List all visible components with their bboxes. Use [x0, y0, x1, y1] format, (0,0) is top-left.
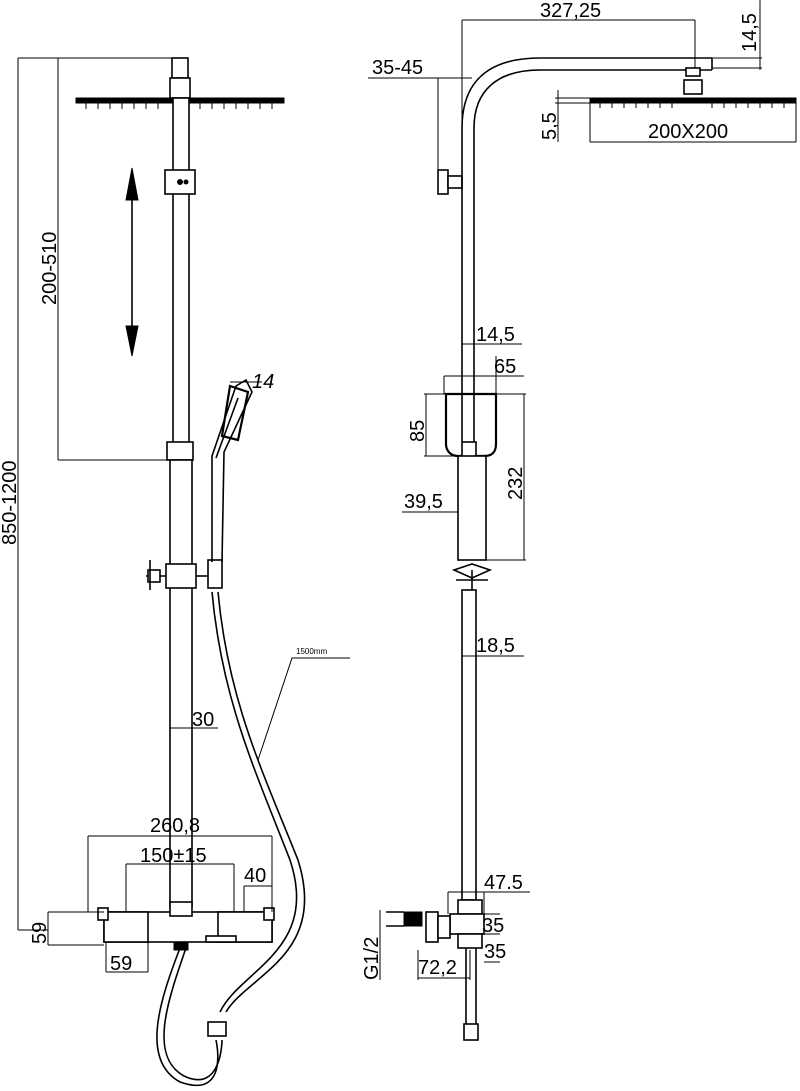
side-lower-tube: 18,5 — [461, 589, 524, 901]
label-knob-width: 40 — [244, 865, 266, 887]
label-holder-pipe: 39,5 — [404, 491, 443, 513]
side-holder — [444, 392, 498, 561]
label-valve-width: 47.5 — [484, 872, 523, 894]
head-dimensions: 5,5 200X200 — [539, 90, 797, 143]
valve-dimensions: 47.5 35 35 G1/2 72,2 — [361, 872, 530, 980]
slide-holder — [146, 559, 223, 590]
label-tube-upper: 14,5 — [476, 324, 515, 346]
side-slide-knob — [451, 563, 493, 590]
label-head-thickness: 5,5 — [539, 112, 561, 140]
arm-length-dimension: 327,25 — [461, 0, 696, 360]
label-arm-length: 327,25 — [540, 0, 601, 22]
label-valve-depth-2: 35 — [484, 941, 506, 963]
wall-bracket — [437, 169, 463, 195]
label-valve-depth-1: 35 — [482, 915, 504, 937]
upper-tube-dimension: 14,5 — [462, 324, 522, 346]
label-bracket-offset: 35-45 — [372, 57, 423, 79]
label-inlet-spacing: 150±15 — [140, 845, 207, 867]
curved-riser-arm — [461, 57, 713, 442]
adjust-height-dimension: 200-510 — [39, 58, 168, 461]
label-height-total: 850-1200 — [0, 460, 21, 545]
shower-hose: 1500mm — [156, 591, 350, 1086]
label-holder-height: 85 — [407, 420, 429, 442]
label-side-width: 59 — [110, 953, 132, 975]
adjust-double-arrow-icon — [125, 167, 139, 357]
front-view: 850-1200 200-510 — [0, 57, 350, 1086]
hand-shower: 14 — [211, 371, 274, 563]
side-shower-head — [589, 97, 797, 108]
label-holder-width: 65 — [494, 356, 516, 378]
lower-pipe: 30 — [169, 459, 218, 907]
bracket-offset-dimension: 35-45 — [368, 57, 472, 180]
pipe-connector — [166, 441, 194, 461]
holder-dimensions: 65 85 232 39,5 — [402, 356, 527, 561]
label-inlet-offset: 72,2 — [418, 957, 457, 979]
mixer-dimensions: 260,8 150±15 40 59 59 — [29, 815, 273, 975]
side-view: 327,25 14,5 35-45 — [361, 0, 797, 1041]
label-pipe-diameter: 30 — [192, 709, 214, 731]
label-hose-length: 1500mm — [296, 647, 327, 656]
label-thread: G1/2 — [361, 937, 383, 980]
label-holder-total: 232 — [505, 467, 527, 500]
arm-height-dimension: 14,5 — [712, 0, 762, 70]
label-side-height: 59 — [29, 922, 51, 944]
upper-pipe — [164, 97, 196, 447]
label-head-size: 200X200 — [648, 121, 728, 143]
total-height-dimension: 850-1200 — [0, 57, 186, 931]
thermostatic-mixer — [97, 901, 275, 951]
label-height-adjust: 200-510 — [39, 232, 61, 305]
label-arm-height: 14,5 — [739, 13, 761, 52]
label-lower-tube: 18,5 — [476, 635, 515, 657]
side-valve — [386, 899, 485, 1041]
label-mixer-width: 260,8 — [150, 815, 200, 837]
label-handshower-width: 14 — [252, 371, 274, 393]
